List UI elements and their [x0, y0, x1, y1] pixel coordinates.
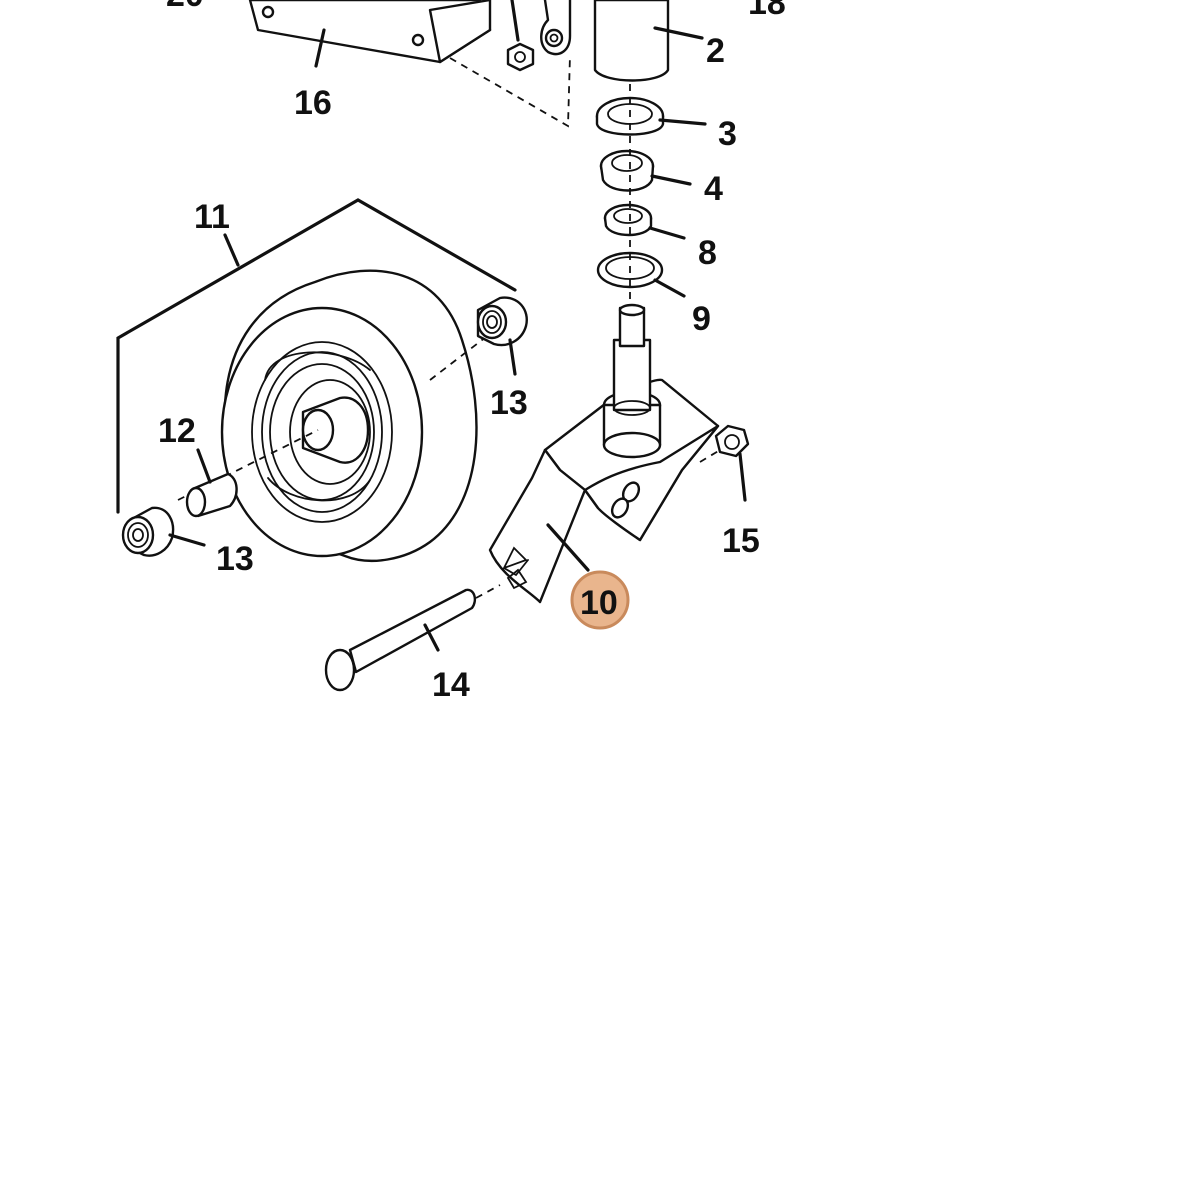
part-13-bearing-lower: [121, 506, 206, 557]
part-12-spacer: [185, 448, 238, 518]
wheel-hub: [177, 329, 496, 501]
bracket-tab: [540, 0, 572, 56]
highlight-callout-10-circle: [570, 570, 630, 630]
callout-14: 14: [432, 666, 470, 704]
callout-20: 20: [166, 0, 204, 14]
part-2-tube: [593, 0, 704, 82]
callout-3: 3: [718, 115, 737, 153]
part-11-bracket-line: [116, 198, 517, 514]
part-10-caster-fork: [488, 378, 720, 604]
callout-12: 12: [158, 412, 196, 450]
part-14-bolt: [324, 584, 501, 692]
part-16-bracket: [248, 0, 492, 68]
callout-13-upper: 13: [490, 384, 528, 422]
part-13-bearing-upper: [476, 296, 528, 376]
callout-4: 4: [704, 170, 723, 208]
callout-18: 18: [748, 0, 786, 22]
bracket-nut: [506, 0, 535, 72]
callout-9: 9: [692, 300, 711, 338]
callout-15: 15: [722, 522, 760, 560]
assembly-dash-lines-top: [449, 54, 571, 128]
part-3-ring: [595, 96, 707, 136]
callout-11: 11: [194, 198, 230, 236]
part-10-stem: [602, 303, 662, 459]
callout-13-lower: 13: [216, 540, 254, 578]
part-15-nut: [699, 424, 750, 502]
callout-2: 2: [706, 32, 725, 70]
part-9-washer: [596, 251, 686, 298]
callout-8: 8: [698, 234, 717, 272]
callout-16: 16: [294, 84, 332, 122]
callout-10-highlighted: 10: [580, 584, 618, 622]
part-8-ring: [603, 203, 686, 240]
part-4-bearing: [599, 149, 692, 192]
